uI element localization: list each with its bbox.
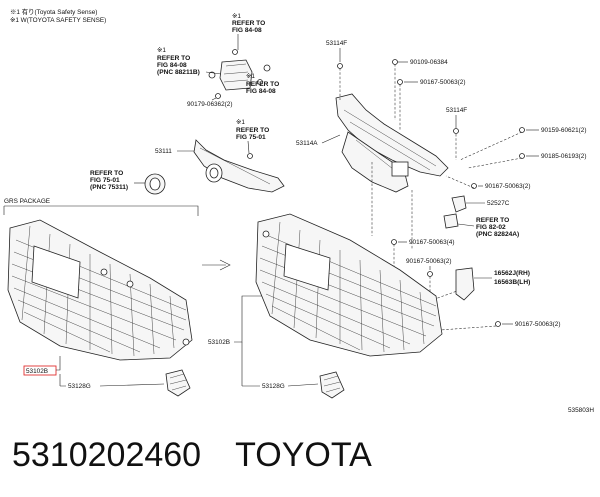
emblem-base-part — [193, 139, 285, 193]
note-line-1: ※1 有り(Toyota Safety Sense) — [10, 7, 97, 16]
callout-16: REFER TO — [90, 170, 123, 177]
callout-14: FIG 75-01 — [236, 134, 266, 141]
callout-10: FIG 84-08 — [246, 88, 276, 95]
bumper-bracket-assembly — [335, 93, 449, 193]
callout-38: 53102B — [208, 339, 230, 346]
callout-33: 16562J(RH) — [494, 270, 530, 277]
callout-2: REFER TO — [232, 20, 265, 27]
callout-8: ※1 — [246, 73, 255, 80]
callout-26: 90167-50063(2) — [485, 183, 530, 190]
callout-21: 90167-50063(2) — [420, 79, 465, 86]
callout-11: 90179-06362(2) — [187, 101, 232, 108]
grs-package-label: GRS PACKAGE — [4, 198, 50, 205]
callout-18: (PNC 75311) — [90, 184, 128, 191]
transition-arrow — [202, 259, 231, 271]
grille-grs-package — [7, 219, 193, 361]
callout-31: 90167-50063(4) — [409, 239, 454, 246]
callout-15: 53111 — [155, 148, 172, 155]
callout-25: 90185-06193(2) — [541, 153, 586, 160]
callout-4: ※1 — [157, 47, 166, 54]
callout-6: FIG 84-08 — [157, 62, 187, 69]
brand-name: TOYOTA — [235, 436, 372, 474]
callout-19: 53114F — [326, 40, 347, 47]
callout-27: 52527C — [487, 200, 510, 207]
callout-24: 90159-60621(2) — [541, 127, 586, 134]
callout-32: 90167-50063(2) — [406, 258, 451, 265]
callout-3: FIG 84-08 — [232, 27, 262, 34]
highlight-box — [23, 365, 57, 376]
emblem-part — [144, 173, 166, 195]
callout-5: REFER TO — [157, 55, 190, 62]
callout-23: 53114A — [296, 140, 318, 147]
callout-30: (PNC 82824A) — [476, 231, 519, 238]
callout-13: REFER TO — [236, 127, 269, 134]
callout-28: REFER TO — [476, 217, 509, 224]
illustration-number: 535803H — [568, 407, 594, 414]
grille-standard — [255, 213, 443, 357]
callout-1: ※1 — [232, 13, 241, 20]
callout-20: 90109-06384 — [410, 59, 448, 66]
callout-35: 90167-50063(2) — [515, 321, 560, 328]
callout-36: 53102B — [26, 368, 48, 375]
radar-sensor-assembly — [208, 49, 271, 99]
note-line-2: ※1 W(TOYOTA SAFETY SENSE) — [10, 17, 106, 24]
callout-37: 53128G — [68, 383, 91, 390]
callout-22: 53114F — [446, 107, 467, 114]
callout-9: REFER TO — [246, 81, 279, 88]
part-number: 5310202460 — [12, 436, 202, 474]
callout-29: FIG 82-02 — [476, 224, 506, 231]
callout-34: 16563B(LH) — [494, 279, 530, 286]
callout-7: (PNC 88211B) — [157, 69, 200, 76]
callout-39: 53128G — [262, 383, 285, 390]
callout-17: FIG 75-01 — [90, 177, 120, 184]
footer-caption: 5310202460 TOYOTA — [12, 436, 592, 484]
callout-12: ※1 — [236, 119, 245, 126]
